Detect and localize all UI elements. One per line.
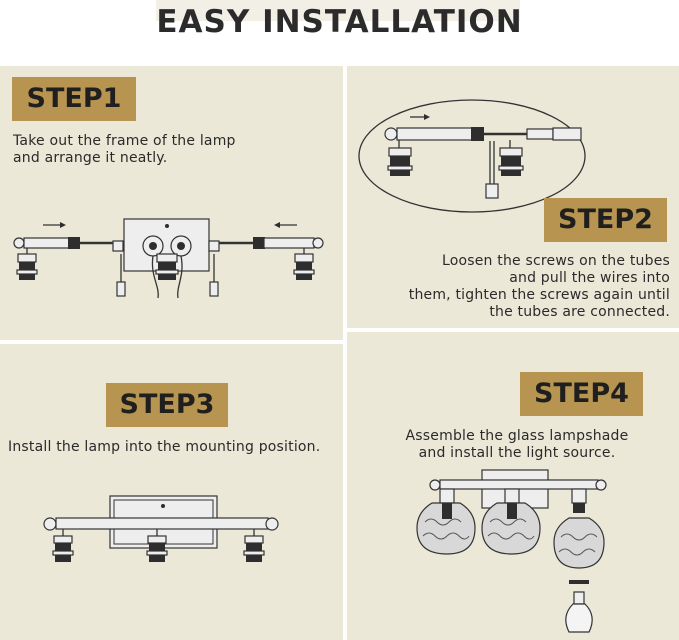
step3-illustration bbox=[43, 495, 279, 562]
step3-badge: STEP3 bbox=[106, 383, 228, 427]
step2-panel: STEP2 Loosen the screws on the tubes and… bbox=[347, 66, 679, 328]
step1-badge: STEP1 bbox=[12, 77, 136, 121]
step2-line-4: the tubes are connected. bbox=[489, 304, 670, 320]
arrow-right-icon bbox=[410, 114, 430, 120]
step2-line-3: them, tighten the screws again until bbox=[408, 287, 670, 303]
step1-description: Take out the frame of the lamp and arran… bbox=[13, 133, 333, 167]
step4-illustration bbox=[416, 469, 607, 633]
lamp-socket-icon bbox=[16, 248, 38, 280]
step4-line-2: and install the light source. bbox=[418, 445, 616, 461]
step2-illustration bbox=[358, 99, 586, 213]
step3-line-1: Install the lamp into the mounting posit… bbox=[8, 439, 321, 455]
arrow-right-icon bbox=[43, 222, 66, 228]
step3-panel: STEP3 Install the lamp into the mounting… bbox=[0, 344, 343, 640]
step4-line-1: Assemble the glass lampshade bbox=[405, 428, 629, 444]
step4-panel: STEP4 Assemble the glass lampshade and i… bbox=[347, 332, 679, 640]
step1-panel: STEP1 Take out the frame of the lamp and… bbox=[0, 66, 343, 340]
step1-illustration bbox=[13, 218, 324, 299]
step1-line-2: and arrange it neatly. bbox=[13, 150, 168, 166]
step4-badge: STEP4 bbox=[520, 372, 643, 416]
arrow-left-icon bbox=[274, 222, 297, 228]
bulb-icon bbox=[565, 591, 593, 633]
step4-description: Assemble the glass lampshade and install… bbox=[367, 428, 667, 462]
step2-badge: STEP2 bbox=[544, 198, 667, 242]
header-bar bbox=[156, 0, 520, 21]
step3-description: Install the lamp into the mounting posit… bbox=[8, 439, 338, 456]
lamp-socket-icon bbox=[52, 529, 74, 562]
step2-description: Loosen the screws on the tubes and pull … bbox=[357, 253, 670, 321]
glass-shade-icon bbox=[416, 488, 476, 555]
step2-line-2: and pull the wires into bbox=[509, 270, 670, 286]
lamp-socket-icon bbox=[387, 140, 413, 176]
step1-line-1: Take out the frame of the lamp bbox=[13, 133, 236, 149]
page-title: EASY INSTALLATION bbox=[156, 4, 523, 40]
step2-line-1: Loosen the screws on the tubes bbox=[441, 253, 670, 269]
